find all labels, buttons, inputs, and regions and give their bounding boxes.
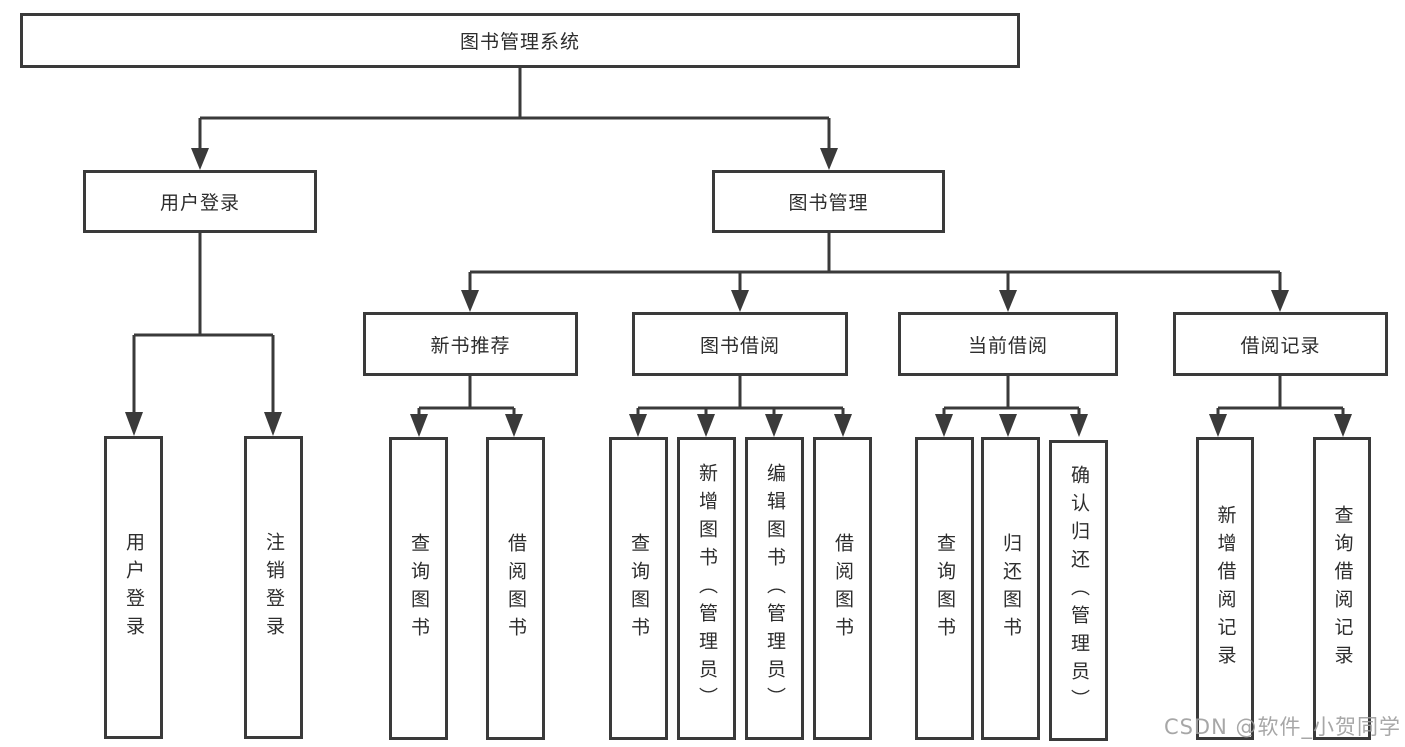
leaf-borrow-query-books: 查询图书 (609, 437, 668, 740)
leaf-label: 编辑图书（管理员） (764, 462, 786, 715)
leaf-current-confirm-return-admin: 确认归还（管理员） (1049, 440, 1108, 741)
leaf-newbook-borrow-books: 借阅图书 (486, 437, 545, 740)
leaf-label: 借阅图书 (505, 532, 527, 645)
leaf-label: 新增图书（管理员） (696, 462, 718, 715)
leaf-user-login: 用户登录 (104, 436, 163, 739)
node-book-management: 图书管理 (712, 170, 945, 233)
leaf-label: 借阅图书 (832, 532, 854, 645)
node-library-system: 图书管理系统 (20, 13, 1020, 68)
leaf-borrow-add-books-admin: 新增图书（管理员） (677, 437, 736, 740)
leaf-label: 查询图书 (934, 532, 956, 645)
leaf-current-return-books: 归还图书 (981, 437, 1040, 740)
leaf-label: 归还图书 (1000, 532, 1022, 645)
leaf-borrow-borrow-books: 借阅图书 (813, 437, 872, 740)
leaf-records-add-record: 新增借阅记录 (1196, 437, 1254, 740)
leaf-label: 注销登录 (263, 531, 285, 644)
node-borrow-records: 借阅记录 (1173, 312, 1388, 376)
leaf-logout-login: 注销登录 (244, 436, 303, 739)
leaf-borrow-edit-books-admin: 编辑图书（管理员） (745, 437, 804, 740)
node-current-borrow: 当前借阅 (898, 312, 1118, 376)
leaf-label: 确认归还（管理员） (1068, 464, 1090, 717)
watermark: CSDN @软件_小贺同学 (1163, 715, 1401, 739)
leaf-newbook-query-books: 查询图书 (389, 437, 448, 740)
leaf-label: 查询图书 (628, 532, 650, 645)
node-book-borrow: 图书借阅 (632, 312, 848, 376)
leaf-current-query-books: 查询图书 (915, 437, 974, 740)
node-user-login: 用户登录 (83, 170, 317, 233)
leaf-label: 新增借阅记录 (1214, 504, 1237, 673)
leaf-label: 用户登录 (123, 531, 145, 644)
leaf-label: 查询图书 (408, 532, 430, 645)
node-new-book-recommend: 新书推荐 (363, 312, 578, 376)
leaf-records-query-record: 查询借阅记录 (1313, 437, 1371, 740)
leaf-label: 查询借阅记录 (1331, 504, 1354, 673)
